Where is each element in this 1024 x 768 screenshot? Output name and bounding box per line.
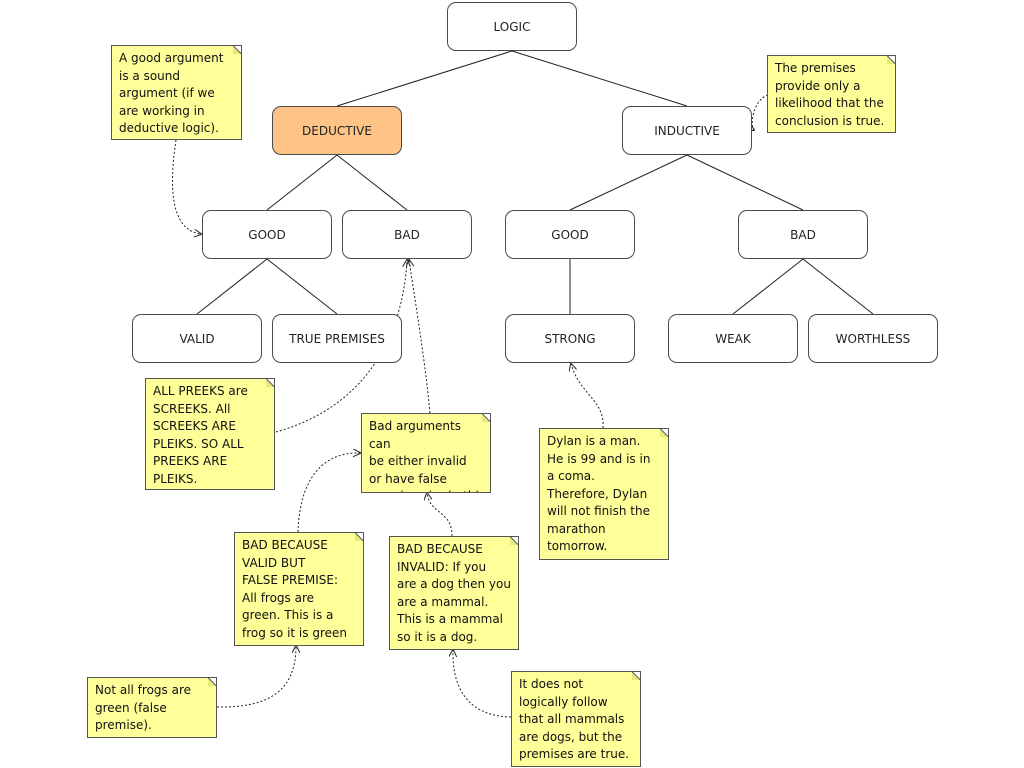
node-inductive-good: GOOD xyxy=(505,210,635,259)
edge-bad-worthless xyxy=(802,258,874,315)
node-deductive-bad: BAD xyxy=(342,210,472,259)
note-bad-valid-false: BAD BECAUSE VALID BUT FALSE PREMISE: All… xyxy=(234,532,364,646)
link-notfrogs-to-badvalid xyxy=(216,646,296,708)
link-badargs-to-bad xyxy=(409,260,431,414)
edge-bad-weak xyxy=(732,258,804,315)
note-not-all-frogs: Not all frogs are green (false premise). xyxy=(87,677,217,738)
edge-inductive-bad xyxy=(686,154,804,211)
edge-deductive-bad xyxy=(336,154,408,211)
node-weak: WEAK xyxy=(668,314,798,363)
note-preeks: ALL PREEKS are SCREEKS. All SCREEKS ARE … xyxy=(145,378,275,490)
edge-logic-deductive xyxy=(336,50,513,107)
edge-inductive-good xyxy=(569,154,688,211)
edge-logic-inductive xyxy=(511,50,688,107)
node-valid: VALID xyxy=(132,314,262,363)
link-premises-to-inductive xyxy=(752,94,769,130)
note-good-argument: A good argument is a sound argument (if … xyxy=(111,45,242,140)
link-good-argument-to-good xyxy=(171,139,201,234)
node-deductive: DEDUCTIVE xyxy=(272,106,402,155)
note-bad-invalid: BAD BECAUSE INVALID: If you are a dog th… xyxy=(389,536,519,650)
link-notfollow-to-badinvalid xyxy=(453,650,512,718)
link-dylan-to-strong xyxy=(571,364,604,429)
note-not-follow: It does not logically follow that all ma… xyxy=(511,671,641,767)
node-deductive-good: GOOD xyxy=(202,210,332,259)
link-badvalid-to-badargs xyxy=(297,453,360,533)
note-dylan: Dylan is a man. He is 99 and is in a com… xyxy=(539,428,669,560)
node-inductive-bad: BAD xyxy=(738,210,868,259)
node-strong: STRONG xyxy=(505,314,635,363)
link-preeks-to-bad xyxy=(275,260,407,433)
note-premises-likelihood: The premises provide only a likelihood t… xyxy=(767,55,896,133)
note-bad-arguments: Bad arguments can be either invalid or h… xyxy=(361,413,491,493)
node-logic: LOGIC xyxy=(447,2,577,51)
link-badinvalid-to-badargs xyxy=(427,493,453,537)
edge-good-valid xyxy=(196,258,268,315)
node-true-premises: TRUE PREMISES xyxy=(272,314,402,363)
node-inductive: INDUCTIVE xyxy=(622,106,752,155)
edge-deductive-good xyxy=(266,154,338,211)
edge-good-true-premises xyxy=(266,258,338,315)
node-worthless: WORTHLESS xyxy=(808,314,938,363)
